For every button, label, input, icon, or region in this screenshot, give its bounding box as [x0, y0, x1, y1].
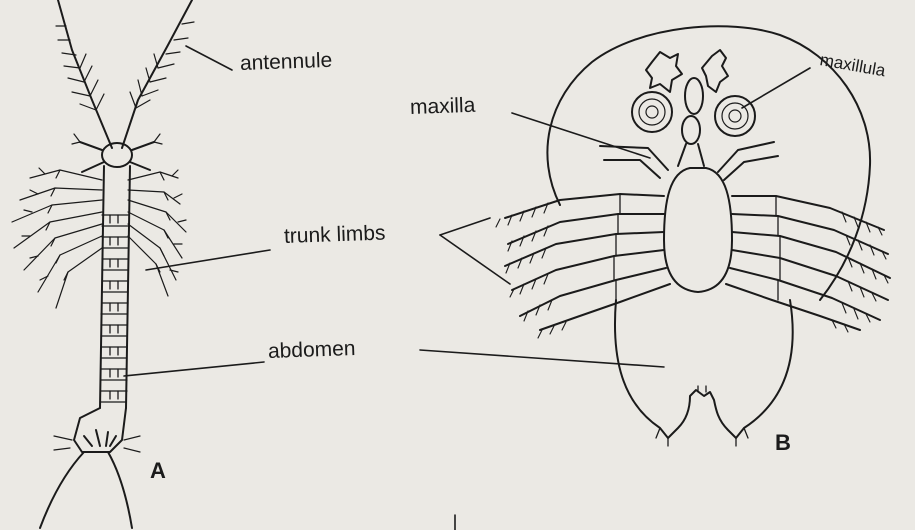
maxillula-left — [632, 92, 672, 132]
right-antennule — [122, 0, 192, 148]
leader-maxilla — [512, 113, 650, 158]
specimen-a-drawing — [12, 0, 194, 528]
trunk-segments — [100, 215, 128, 402]
head-a — [102, 143, 132, 167]
body-b — [664, 168, 732, 292]
trunk-a — [100, 166, 130, 408]
abdomen-b — [615, 300, 793, 438]
label-maxilla: maxilla — [410, 94, 476, 120]
leader-lines — [124, 46, 810, 530]
leader-antennule — [186, 46, 232, 70]
trunk-limbs-b-right — [726, 196, 890, 330]
furca-right — [108, 452, 132, 528]
label-abdomen: abdomen — [268, 337, 356, 364]
leader-maxillula — [742, 68, 810, 108]
panel-label-a: A — [150, 458, 166, 484]
trunk-limbs-b-left — [505, 194, 670, 330]
maxillula-right — [715, 96, 755, 136]
leader-abdomen-a — [124, 362, 264, 376]
trunk-limb-setae-right — [128, 170, 186, 296]
eye-a — [646, 52, 682, 92]
leader-trunk-limbs-b2 — [440, 235, 510, 284]
leader-trunk-limbs-b1 — [440, 218, 490, 235]
maxilla-right — [718, 142, 778, 180]
leader-abdomen-b — [420, 350, 664, 367]
specimen-b-drawing — [496, 26, 890, 446]
furca-left — [40, 452, 84, 528]
left-antennule — [58, 0, 112, 148]
eye-b — [702, 50, 728, 92]
panel-label-b: B — [775, 430, 791, 456]
label-antennule: antennule — [240, 49, 333, 76]
leader-trunk-limbs-a — [146, 250, 270, 270]
label-trunk-limbs: trunk limbs — [284, 221, 386, 249]
maxilla-left — [600, 146, 668, 178]
trunk-limb-setae-left — [12, 168, 102, 308]
